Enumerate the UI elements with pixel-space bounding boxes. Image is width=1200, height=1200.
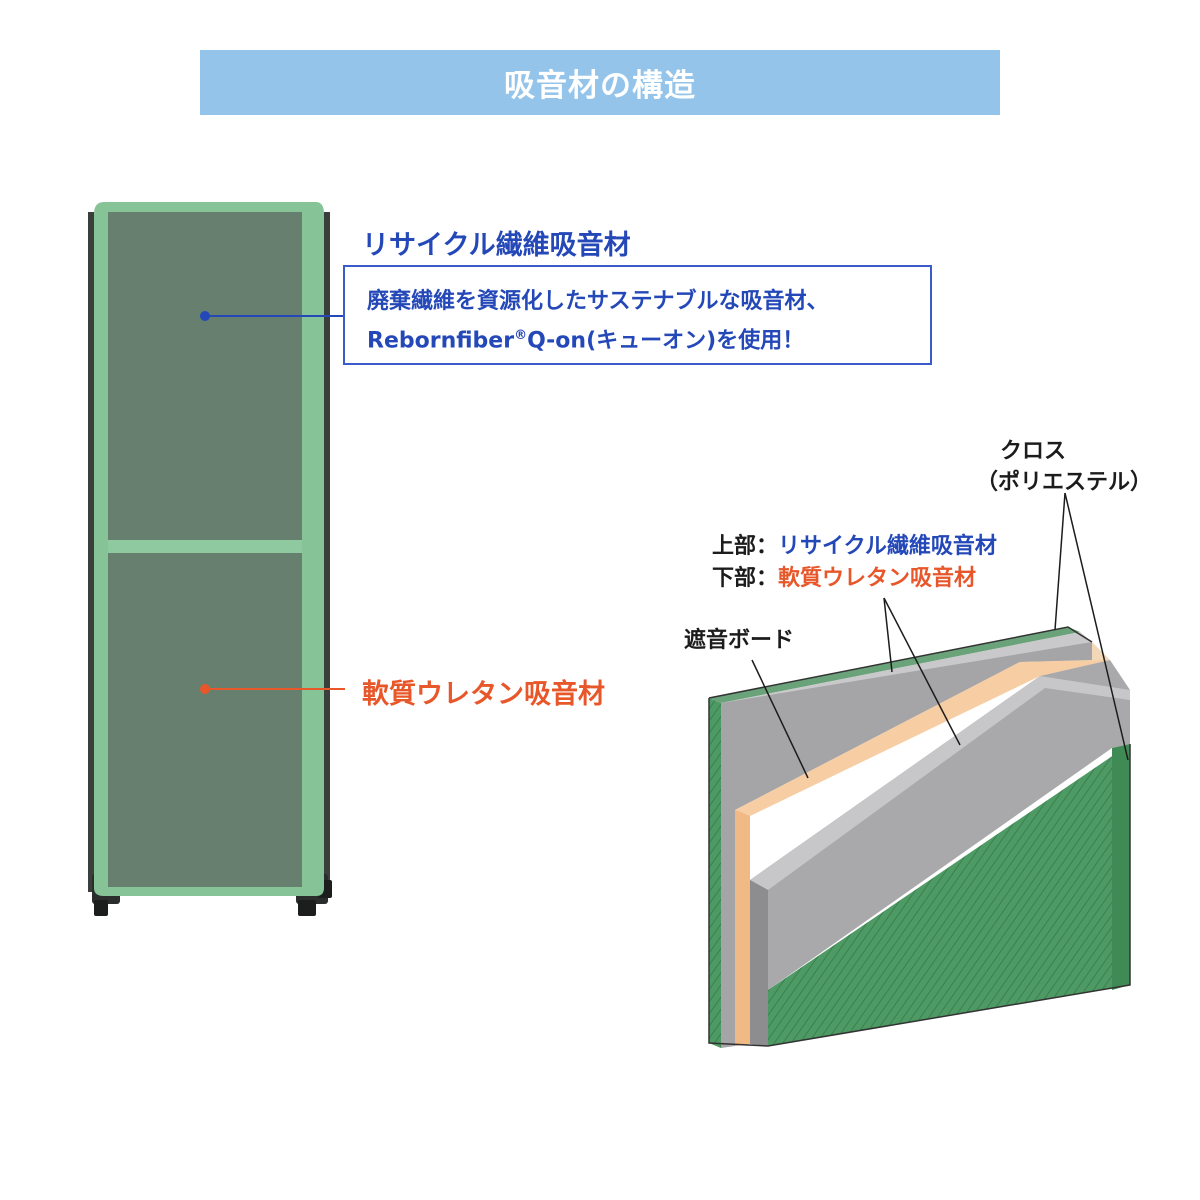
front-cloth-face (768, 744, 1130, 1046)
upper-material-label: リサイクル繊維吸音材 (362, 230, 631, 261)
panel-upper-inner (108, 212, 302, 540)
back-cloth-side (709, 698, 721, 1048)
panel-leaders (200, 311, 345, 694)
info-line-2: Rebornfiber®Q-on(キューオン)を使用！ (367, 319, 910, 358)
upper-prefix: 上部： (712, 534, 779, 559)
lower-leader-dot (200, 684, 210, 694)
info-line-1: 廃棄繊維を資源化したサステナブルな吸音材、 (367, 289, 829, 314)
page-title: 吸音材の構造 (504, 68, 696, 104)
title-banner: 吸音材の構造 (200, 50, 1000, 115)
lower-layer-label: 下部：軟質ウレタン吸音材 (712, 560, 976, 592)
upper-leader-dot (200, 311, 210, 321)
front-board-top (750, 676, 1130, 890)
upper-layer-material: リサイクル繊維吸音材 (778, 534, 997, 559)
lower-prefix: 下部： (712, 566, 779, 591)
panel-right-edge (324, 212, 330, 892)
panel-lower-inner (108, 553, 302, 887)
info-box: 廃棄繊維を資源化したサステナブルな吸音材、 Rebornfiber®Q-on(キ… (343, 265, 932, 365)
front-board-side (750, 880, 768, 1046)
front-board-face (750, 660, 1130, 990)
cloth-label: クロス (1000, 439, 1067, 464)
urethane-side (735, 810, 750, 1046)
front-cloth-edge (1112, 744, 1130, 990)
upper-layer-label: 上部：リサイクル繊維吸音材 (712, 528, 997, 560)
cross-section-block (708, 626, 1131, 1048)
brand-name: Rebornfiber (367, 328, 515, 354)
lower-layer-material: 軟質ウレタン吸音材 (778, 566, 977, 591)
panel-middle-rail (108, 540, 302, 553)
cloth-top-edge (709, 627, 1080, 703)
cross-section-leaders (751, 492, 1129, 779)
partition-panel (88, 202, 332, 916)
board-label: 遮音ボード (684, 628, 795, 653)
cloth-material-label: （ポリエステル） (976, 470, 1153, 495)
panel-left-edge (88, 212, 94, 892)
registered-mark: ® (514, 328, 528, 343)
lower-material-label: 軟質ウレタン吸音材 (362, 679, 605, 710)
brand-note: Q-on(キューオン)を使用！ (527, 328, 805, 354)
back-board-face (721, 642, 1092, 1048)
